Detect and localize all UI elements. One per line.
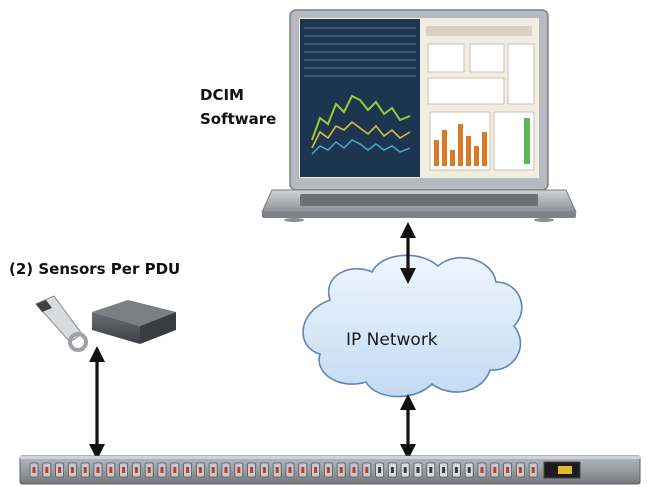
pdu-outlet-socket: [198, 467, 202, 473]
dcim-label-line1: DCIM: [200, 86, 244, 104]
pdu-outlet-socket: [378, 467, 382, 473]
sensors-label: (2) Sensors Per PDU: [9, 260, 181, 278]
pdu-outlet-socket: [416, 467, 420, 473]
pdu-outlet-socket: [250, 467, 254, 473]
pdu-outlet-socket: [262, 467, 266, 473]
pdu-outlet-socket: [122, 467, 126, 473]
pdu-outlet-socket: [186, 467, 190, 473]
pdu-outlet-socket: [390, 467, 394, 473]
pdu-outlet-socket: [288, 467, 292, 473]
laptop-icon: [261, 9, 577, 222]
pdu-outlet-socket: [70, 467, 74, 473]
pdu-outlet-socket: [173, 467, 177, 473]
sensor-hub-icon: [92, 300, 176, 344]
pdu-outlet-socket: [365, 467, 369, 473]
temperature-probe-icon: [35, 295, 88, 352]
pdu-outlet-socket: [224, 467, 228, 473]
pdu-outlet-socket: [506, 467, 510, 473]
rack-pdu-icon: [19, 455, 641, 485]
pdu-outlet-socket: [429, 467, 433, 473]
pdu-outlet-socket: [326, 467, 330, 473]
pdu-outlet-socket: [531, 467, 535, 473]
pdu-outlet-socket: [480, 467, 484, 473]
pdu-outlet-socket: [403, 467, 407, 473]
pdu-outlet-socket: [160, 467, 164, 473]
pdu-outlet-socket: [518, 467, 522, 473]
pdu-outlet-socket: [301, 467, 305, 473]
pdu-outlet-socket: [109, 467, 113, 473]
pdu-outlet-socket: [237, 467, 241, 473]
pdu-outlet-socket: [442, 467, 446, 473]
pdu-outlet-socket: [96, 467, 100, 473]
pdu-outlet-socket: [134, 467, 138, 473]
pdu-outlet-socket: [58, 467, 62, 473]
pdu-outlet-socket: [147, 467, 151, 473]
pdu-outlet-socket: [493, 467, 497, 473]
pdu-outlet-socket: [32, 467, 36, 473]
pdu-outlet-socket: [211, 467, 215, 473]
network-label: IP Network: [346, 330, 438, 350]
pdu-outlet-socket: [45, 467, 49, 473]
pdu-outlet-socket: [83, 467, 87, 473]
pdu-outlet-socket: [339, 467, 343, 473]
pdu-outlet-socket: [275, 467, 279, 473]
pdu-outlet-socket: [467, 467, 471, 473]
pdu-outlet-socket: [314, 467, 318, 473]
pdu-outlet-socket: [454, 467, 458, 473]
pdu-outlet-socket: [352, 467, 356, 473]
cloud-icon: [302, 254, 523, 398]
dcim-label-line2: Software: [200, 110, 277, 128]
